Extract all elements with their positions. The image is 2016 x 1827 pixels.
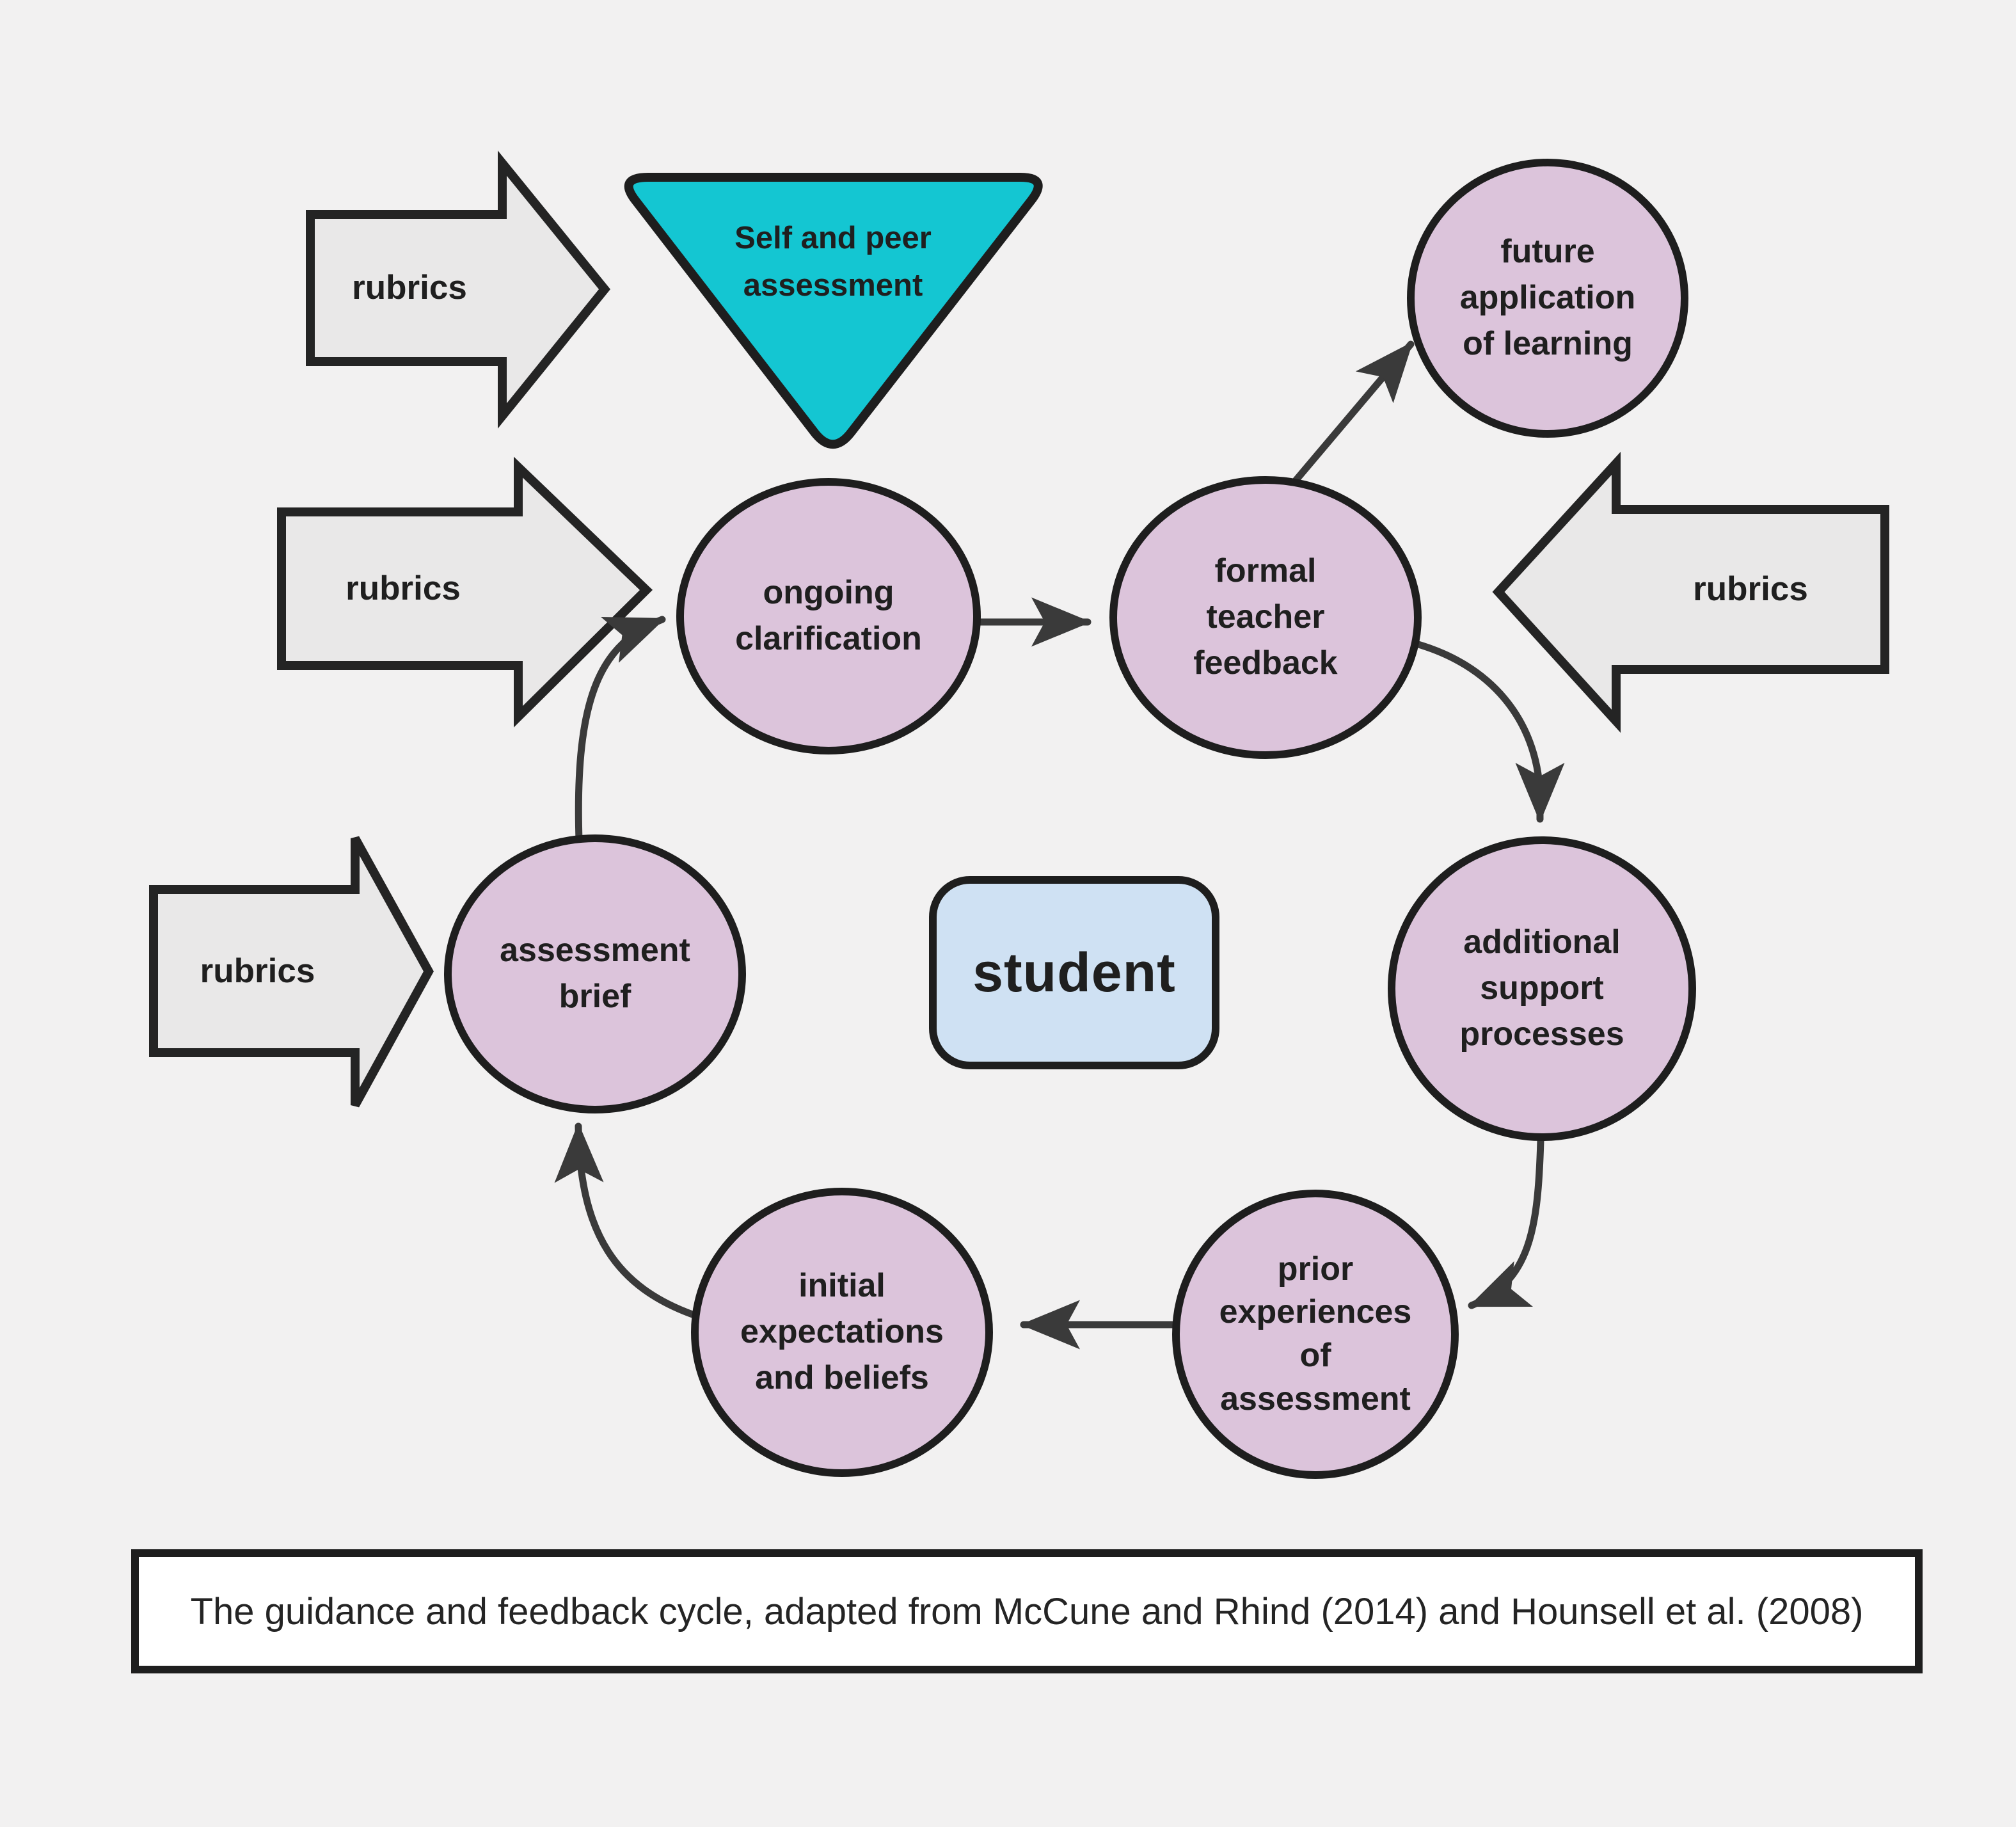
self-peer-assessment-triangle bbox=[624, 173, 1043, 449]
node-additional-support bbox=[1388, 836, 1696, 1141]
node-formal-teacher-feedback bbox=[1109, 476, 1422, 759]
student-box bbox=[929, 876, 1219, 1069]
connector-brief-to-ongoing bbox=[575, 616, 666, 843]
connector-initial-to-brief bbox=[554, 1122, 698, 1319]
node-future-application bbox=[1407, 159, 1688, 438]
diagram-caption: The guidance and feedback cycle, adapted… bbox=[131, 1549, 1923, 1673]
diagram-caption-text: The guidance and feedback cycle, adapted… bbox=[190, 1590, 1864, 1632]
node-initial-expectations bbox=[691, 1188, 993, 1477]
node-assessment-brief bbox=[444, 834, 746, 1113]
node-prior-experiences bbox=[1172, 1190, 1459, 1479]
connector-formal-to-future bbox=[1271, 340, 1415, 509]
rubrics-arrow-top-left bbox=[306, 150, 611, 429]
connector-formal-to-additional bbox=[1410, 639, 1565, 823]
rubrics-arrow-right bbox=[1492, 451, 1889, 733]
rubrics-arrow-bottom-left bbox=[149, 836, 434, 1108]
connector-additional-to-prior bbox=[1468, 1137, 1544, 1309]
node-ongoing-clarification bbox=[676, 478, 981, 754]
rubrics-arrow-middle-left bbox=[277, 456, 653, 728]
